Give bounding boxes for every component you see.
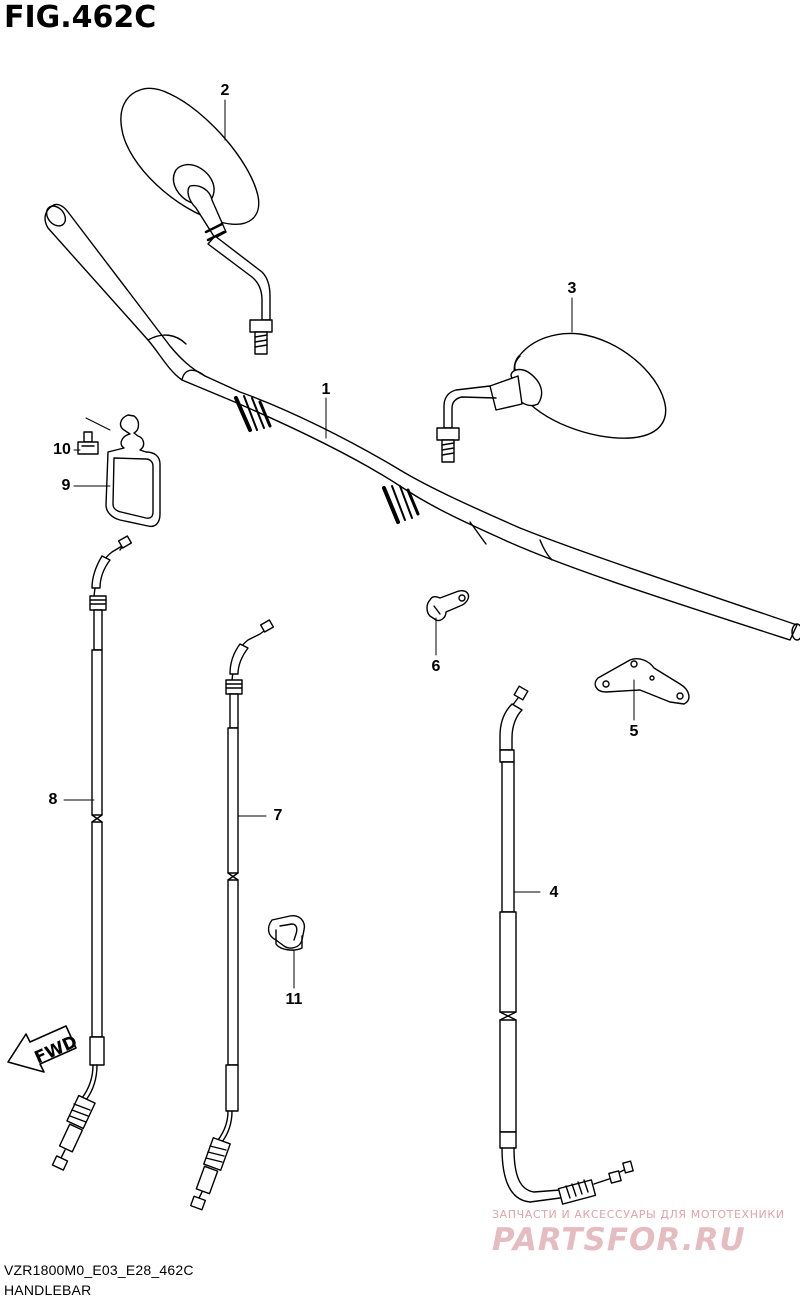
figure-code: VZR1800M0_E03_E28_462C	[4, 1262, 194, 1278]
callout-5: 5	[629, 723, 639, 740]
small-clamp-part[interactable]	[267, 915, 306, 951]
cable-4-part[interactable]	[499, 685, 634, 1205]
callout-6: 6	[431, 658, 441, 675]
clip-part[interactable]	[105, 414, 161, 528]
bracket-plate-part[interactable]	[594, 658, 690, 705]
watermark-site: PARTSFOR.RU	[492, 1222, 746, 1258]
cable-7-part[interactable]	[189, 619, 275, 1211]
callout-3: 3	[567, 280, 577, 297]
callout-8: 8	[48, 791, 58, 808]
handlebar-part[interactable]	[43, 202, 800, 641]
figure-name: HANDLEBAR	[4, 1282, 92, 1298]
callout-11: 11	[285, 991, 303, 1008]
grip-ring-left	[234, 395, 272, 432]
callout-9: 9	[61, 477, 71, 494]
grip-ring-right	[382, 485, 420, 524]
callout-7: 7	[273, 807, 283, 824]
mirror-left-part[interactable]	[120, 87, 273, 355]
cable-8-part[interactable]	[51, 535, 133, 1171]
watermark-tagline: ЗАПЧАСТИ И АКСЕССУАРЫ ДЛЯ МОТОТЕХНИКИ	[492, 1208, 785, 1221]
bolt-part[interactable]	[77, 431, 99, 455]
fwd-arrow-icon: FWD	[7, 1025, 80, 1073]
mirror-right-part[interactable]	[436, 332, 667, 463]
callout-2: 2	[220, 82, 230, 99]
clamp-part[interactable]	[426, 589, 470, 622]
callout-4: 4	[549, 884, 559, 901]
figure-title: FIG.462C	[4, 0, 157, 35]
callout-10: 10	[53, 441, 71, 458]
leader-lines	[63, 99, 635, 989]
callout-1: 1	[321, 381, 331, 398]
